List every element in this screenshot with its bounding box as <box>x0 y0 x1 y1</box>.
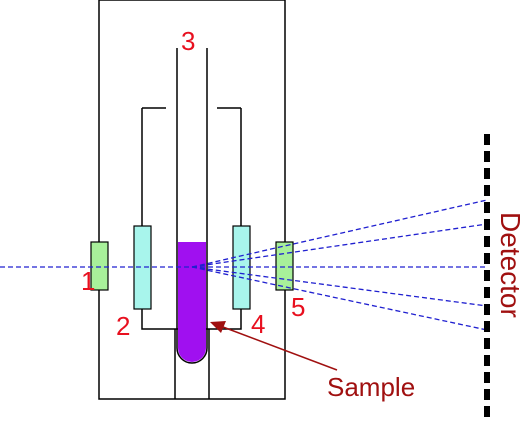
scattered-beam <box>191 223 488 268</box>
window-5 <box>275 241 294 291</box>
scattered-beam <box>191 266 488 307</box>
label-detector: Detector <box>495 212 526 318</box>
sample-tube <box>176 48 208 364</box>
scattered-beam <box>191 266 488 331</box>
scattered-beam <box>191 199 488 268</box>
scattered-beams <box>191 199 488 331</box>
sample-pointer-line <box>222 326 338 371</box>
label-number-3: 3 <box>181 26 195 56</box>
label-sample: Sample <box>327 372 415 402</box>
bottom-stem <box>174 329 210 399</box>
window-2 <box>133 225 152 310</box>
outer-housing <box>98 0 286 400</box>
window-1 <box>90 241 109 291</box>
label-number-1: 1 <box>81 266 95 296</box>
sample-liquid <box>178 242 206 362</box>
label-number-2: 2 <box>116 311 130 341</box>
label-number-4: 4 <box>251 309 265 339</box>
label-number-5: 5 <box>291 292 305 322</box>
sample-pointer-arrowhead <box>210 321 226 333</box>
